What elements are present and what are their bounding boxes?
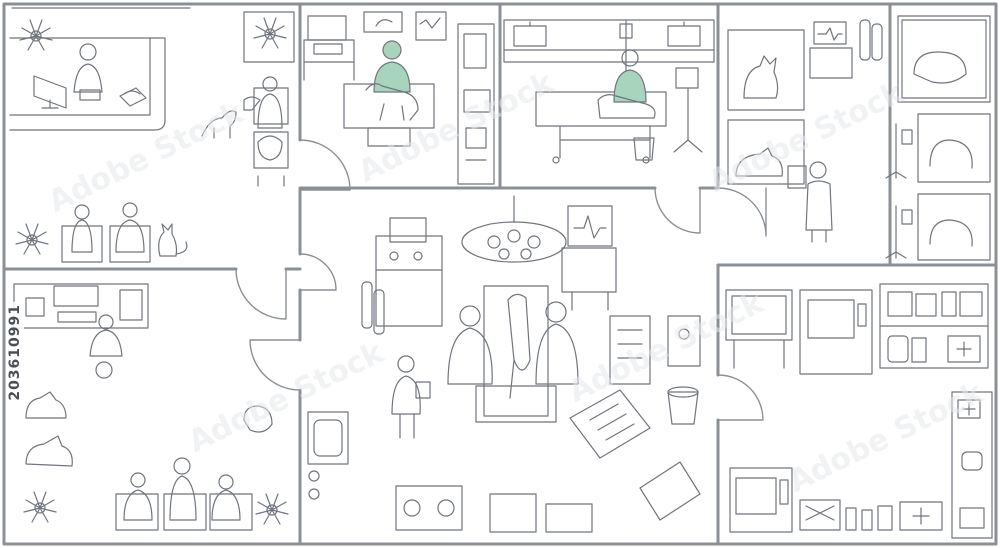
first-aid-kit-icon	[947, 335, 993, 539]
cat-icon	[25, 391, 73, 467]
cart-icon	[395, 485, 593, 533]
chair-icon	[253, 87, 289, 187]
door-storage	[717, 374, 764, 421]
door-exam	[299, 139, 351, 191]
exam-room	[303, 11, 495, 185]
surgeon-icon	[447, 301, 579, 385]
sterilization-storage	[725, 283, 993, 539]
pet-owner-icon	[123, 472, 241, 521]
consultation-office	[13, 283, 289, 531]
x-ray-viewer-icon	[363, 11, 447, 41]
nurse-icon	[613, 49, 647, 103]
dog-icon	[597, 94, 656, 119]
supply-shelf-icon	[799, 499, 943, 531]
waiting-area	[15, 202, 188, 263]
autoclave-icon	[725, 289, 873, 375]
computer-icon	[33, 75, 67, 109]
door-swings	[235, 139, 767, 421]
oxygen-tank-icon	[859, 19, 883, 61]
recovery-ward	[727, 15, 991, 261]
veterinarian-icon	[373, 40, 411, 93]
reception	[9, 7, 295, 187]
door-waiting	[299, 253, 337, 291]
stretcher-icon	[535, 91, 667, 164]
kennel-icon	[727, 29, 805, 185]
monitor-icon	[673, 67, 703, 153]
bin-icon	[667, 386, 699, 425]
reception-counter	[9, 37, 166, 131]
dog-icon	[169, 457, 197, 521]
autoclave-icon	[729, 467, 793, 533]
monitor-icon	[561, 205, 617, 311]
nurse-clipboard-icon	[787, 161, 833, 243]
dog-icon	[71, 204, 93, 253]
sink-icon	[307, 411, 349, 500]
door-office	[235, 268, 287, 320]
operating-table-icon	[475, 285, 557, 423]
plant-icon	[19, 19, 53, 51]
monitor-icon	[809, 21, 853, 79]
surgical-lamp-icon	[461, 195, 567, 263]
instrument-tray-icon	[569, 389, 651, 459]
kennel-icon	[897, 15, 991, 261]
dog-icon	[201, 110, 237, 139]
stock-id-label: 203610991	[6, 302, 24, 403]
document-icon	[119, 289, 143, 321]
computer-icon	[53, 285, 99, 323]
door-recovery	[717, 187, 767, 237]
door-treatment	[654, 187, 701, 234]
phone-icon	[25, 297, 45, 317]
chair-icon	[61, 225, 151, 263]
sink-icon	[503, 19, 715, 63]
cabinet-icon	[457, 23, 495, 185]
operating-room	[307, 195, 701, 533]
instrument-tray-icon	[609, 315, 701, 385]
plant-icon	[23, 491, 57, 523]
cat-icon	[243, 405, 273, 433]
pet-owner-icon	[243, 76, 283, 129]
receptionist-icon	[73, 43, 103, 101]
door-office-or	[249, 339, 301, 391]
pet-owner-icon	[115, 202, 145, 253]
anesthesia-machine-icon	[361, 217, 443, 335]
iv-stand-icon	[885, 123, 913, 259]
exam-table-icon	[343, 83, 435, 147]
cat-icon	[158, 223, 188, 257]
treatment-room	[503, 19, 715, 164]
office-chair-icon	[89, 314, 123, 379]
dog-icon	[365, 83, 419, 121]
plant-icon	[253, 17, 287, 49]
plant-icon	[255, 493, 289, 525]
bin-icon	[633, 137, 655, 161]
dog-icon	[507, 293, 531, 399]
phone-icon	[119, 87, 147, 107]
computer-icon	[303, 15, 355, 81]
chair-icon	[115, 493, 253, 531]
instrument-tray-icon	[639, 461, 701, 521]
plant-icon	[15, 223, 49, 255]
veterinarian-icon	[391, 355, 431, 439]
supply-shelf-icon	[879, 283, 989, 369]
